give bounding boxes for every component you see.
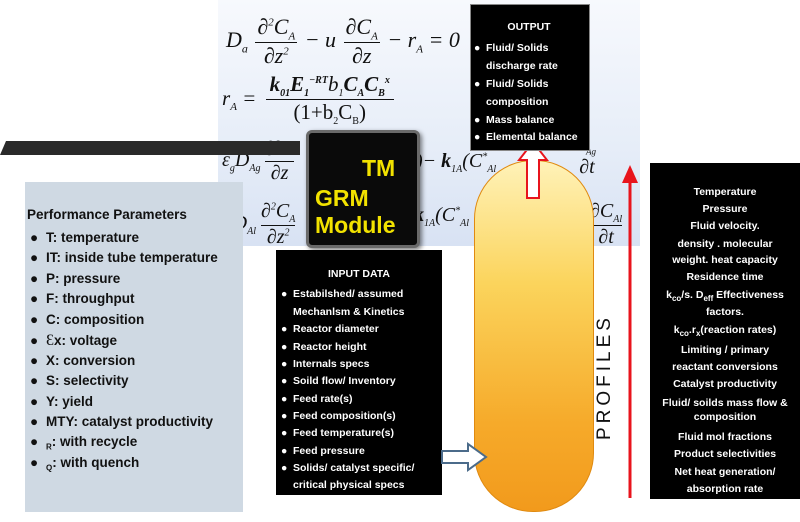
perf-item: ●IT: inside tube temperature — [30, 250, 218, 265]
input-item: ●Feed temperature(s) — [281, 427, 394, 439]
equation-liquid-time: ∂CAl ∂t — [590, 200, 623, 248]
grm-tm-label: TM — [362, 155, 396, 181]
module-label: Module — [315, 212, 396, 238]
input-item: ●Feed composition(s) — [281, 410, 396, 422]
equation-axial-dispersion: Da ∂2CA ∂z2 − u ∂CA ∂z − rA = 0 — [226, 14, 460, 69]
profile-item: factors. — [706, 306, 744, 318]
profile-item: Limiting / primary — [680, 344, 770, 356]
equation-liquid-term: k1A(C*Al — [414, 204, 469, 229]
perf-item: ●S: selectivity — [30, 373, 129, 388]
equation-gas-term: )− k1A(C*Al — [416, 150, 497, 175]
perf-item: ●R: with recycle — [30, 434, 138, 452]
profile-item: Fluid velocity. — [690, 220, 760, 232]
input-item: ●Feed pressure — [281, 445, 365, 457]
input-bar — [0, 141, 300, 155]
input-data-box — [276, 250, 442, 495]
input-arrow-icon — [441, 442, 488, 472]
grm-label: GRM — [315, 185, 369, 211]
output-item: discharge rate — [486, 60, 558, 72]
input-data-title: INPUT DATA — [327, 268, 391, 280]
input-item: ●Reactor height — [281, 341, 367, 353]
equation-rate-law: rA = k01E1−RTb1CACBx (1+b2CB) — [222, 72, 394, 127]
output-item: ●Fluid/ Solids — [474, 78, 549, 90]
perf-item: ●F: throughput — [30, 291, 135, 306]
profile-item: Fluid/ soilds mass flow & — [662, 397, 788, 409]
output-box — [470, 4, 590, 151]
profile-item: Temperature — [693, 186, 757, 198]
profile-item: Product selectivities — [673, 448, 777, 460]
output-arrow-icon — [517, 140, 549, 199]
profile-item: Catalyst productivity — [673, 378, 777, 390]
perf-item: ●Ɛx: voltage — [30, 332, 118, 349]
input-item: ●Feed rate(s) — [281, 393, 353, 405]
profile-item-rates: kco.rx(reaction rates) — [673, 324, 777, 339]
profiles-label: PROFILES — [594, 314, 615, 440]
perf-item: ●C: composition — [30, 312, 145, 327]
profile-item: Fluid mol fractions — [678, 431, 772, 443]
performance-panel — [25, 182, 243, 512]
output-item: ●Fluid/ Solids — [474, 42, 549, 54]
profiles-arrow-icon — [622, 165, 638, 498]
perf-item: ●Q: with quench — [30, 455, 140, 473]
profile-item: weight. heat capacity — [672, 254, 778, 266]
performance-title: Performance Parameters — [27, 207, 187, 222]
perf-item: ●T: temperature — [30, 230, 140, 245]
input-item: Mechanlsm & Kinetics — [293, 306, 405, 318]
reactor-vessel — [474, 160, 594, 512]
input-item: ●Soild flow/ Inventory — [281, 375, 396, 387]
profile-item: Net heat generation/ — [674, 466, 776, 478]
profile-item: reactant conversions — [672, 361, 778, 373]
output-item: ●Elemental balance — [474, 131, 578, 143]
input-item: critical physical specs — [293, 479, 405, 491]
profile-item: composition — [693, 411, 757, 423]
profile-item: Residence time — [686, 271, 764, 283]
profile-item: Pressure — [702, 203, 748, 215]
profile-item: absorption rate — [686, 483, 764, 495]
perf-item: ●X: conversion — [30, 353, 136, 368]
input-item: ●Reactor diameter — [281, 323, 379, 335]
input-item: ●Internals specs — [281, 358, 370, 370]
input-item: ●Estabilshed/ assumed — [281, 288, 404, 300]
perf-item: ●P: pressure — [30, 271, 121, 286]
grm-module-box — [306, 130, 420, 248]
output-item: ●Mass balance — [474, 114, 555, 126]
profile-item: density . molecular — [677, 238, 773, 250]
perf-item: ●Y: yield — [30, 394, 94, 409]
output-item: composition — [486, 96, 549, 108]
perf-item: ●MTY: catalyst productivity — [30, 414, 214, 429]
equation-gas-time: CAg ∂t — [578, 140, 597, 179]
input-item: ●Solids/ catalyst specific/ — [281, 462, 415, 474]
profiles-box — [650, 163, 800, 499]
output-title: OUTPUT — [507, 21, 551, 33]
profile-item-k: kco/s. Deff Effectiveness — [666, 289, 784, 304]
